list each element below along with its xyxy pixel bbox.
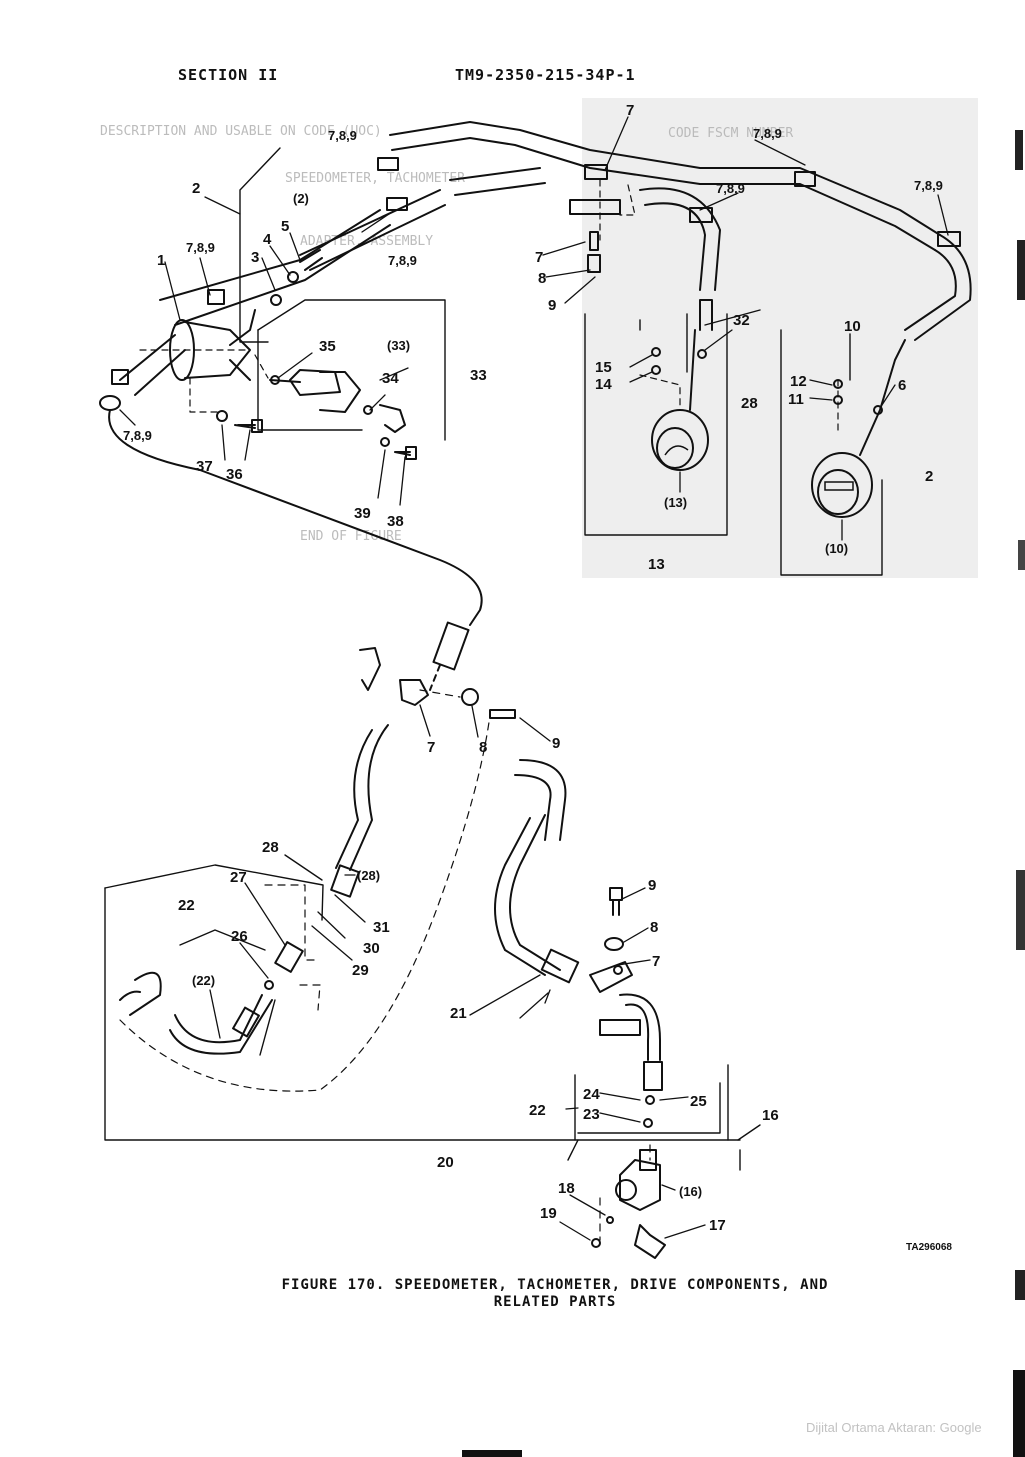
callout-19: 19 — [540, 1205, 557, 1222]
callout-22: 22 — [529, 1102, 546, 1119]
callout-10: 10 — [844, 318, 861, 335]
bleed-line-2: CODE FSCM NUMBER — [668, 126, 793, 141]
callout-14: 14 — [595, 376, 612, 393]
callout-789: 7,8,9 — [716, 181, 745, 196]
lower-clamp-7 — [589, 961, 663, 1091]
bolts-36-38 — [237, 419, 417, 460]
section-heading: SECTION II — [178, 66, 279, 84]
caption-line-2: RELATED PARTS — [493, 1294, 617, 1310]
lower-clamp-upper — [359, 647, 516, 719]
callout-28: 28 — [262, 839, 279, 856]
callout-24: 24 — [583, 1086, 600, 1103]
bleed-line-4: ADAPTER, ASSEMBLY — [300, 234, 433, 249]
callout-23: 23 — [583, 1106, 600, 1123]
callout-34: 34 — [382, 370, 399, 387]
callout-37: 37 — [196, 458, 213, 475]
lower-group-brackets — [104, 854, 761, 1171]
bleed-line-3: SPEEDOMETER, TACHOMETER — [285, 171, 465, 186]
callout-789: 7,8,9 — [914, 178, 943, 193]
callout-35: 35 — [319, 338, 336, 355]
callout-8: 8 — [479, 739, 487, 756]
callout-18: 18 — [558, 1180, 575, 1197]
callout-3: 3 — [251, 249, 259, 266]
callout-7: 7 — [652, 953, 660, 970]
callout-36: 36 — [226, 466, 243, 483]
callout-21: 21 — [450, 1005, 467, 1022]
callout-33-paren: (33) — [387, 338, 410, 353]
callout-8: 8 — [650, 919, 658, 936]
figure-caption: FIGURE 170. SPEEDOMETER, TACHOMETER, DRI… — [150, 1277, 960, 1311]
callout-789: 7,8,9 — [123, 428, 152, 443]
bleed-through-text: DESCRIPTION AND USABLE ON CODE (UOC) COD… — [100, 124, 793, 544]
callout-5: 5 — [281, 218, 289, 235]
callout-789: 7,8,9 — [753, 126, 782, 141]
digitization-watermark: Dijital Ortama Aktaran: Google — [806, 1420, 982, 1435]
callout-20: 20 — [437, 1154, 454, 1171]
gauge-dials — [664, 445, 854, 491]
callout-2: 2 — [925, 468, 933, 485]
manual-number: TM9-2350-215-34P-1 — [455, 66, 636, 84]
upper-cable-tubes — [99, 121, 972, 411]
callout-13: 13 — [648, 556, 665, 573]
right-angle-drive-16 — [591, 1095, 666, 1259]
callout-17: 17 — [709, 1217, 726, 1234]
upper-group-brackets — [239, 147, 883, 576]
callout-32: 32 — [733, 312, 750, 329]
callout-31: 31 — [373, 919, 390, 936]
callout-13-paren: (13) — [664, 495, 687, 510]
callout-16: 16 — [762, 1107, 779, 1124]
callout-2: 2 — [192, 180, 200, 197]
main-drive-cable — [108, 409, 483, 691]
caption-line-1: FIGURE 170. SPEEDOMETER, TACHOMETER, DRI… — [281, 1277, 829, 1293]
callout-25: 25 — [690, 1093, 707, 1110]
lower-dashed-lines — [119, 689, 651, 1241]
lower-flex-hose-21 — [494, 759, 580, 984]
upper-dashed-lines — [139, 179, 839, 431]
callout-39: 39 — [354, 505, 371, 522]
callout-38: 38 — [387, 513, 404, 530]
callout-16-paren: (16) — [679, 1184, 702, 1199]
callout-22: 22 — [178, 897, 195, 914]
callout-8: 8 — [538, 270, 546, 287]
callout-7: 7 — [427, 739, 435, 756]
callout-28-paren: (28) — [357, 868, 380, 883]
scan-edge-marks — [1013, 130, 1025, 1457]
drawing-code: TA296068 — [906, 1242, 952, 1253]
callout-10-paren: (10) — [825, 541, 848, 556]
callout-12: 12 — [790, 373, 807, 390]
callout-789: 7,8,9 — [328, 128, 357, 143]
callout-789: 7,8,9 — [388, 253, 417, 268]
leader-lines — [119, 116, 949, 1241]
callout-labels: 7,8,9 7,8,9 7,8,9 7,8,9 7,8,9 7,8,9 7,8,… — [123, 102, 943, 1234]
lower-flex-hose-28 — [330, 724, 389, 898]
callout-30: 30 — [363, 940, 380, 957]
callout-26: 26 — [231, 928, 248, 945]
bleed-line-1: DESCRIPTION AND USABLE ON CODE (UOC) — [100, 124, 382, 139]
callout-15: 15 — [595, 359, 612, 376]
callout-9: 9 — [648, 877, 656, 894]
upper-clamps — [111, 157, 961, 385]
left-hose-22 — [119, 941, 304, 1055]
callout-28: 28 — [741, 395, 758, 412]
callout-22-paren: (22) — [192, 973, 215, 988]
callout-29: 29 — [352, 962, 369, 979]
callout-7: 7 — [535, 249, 543, 266]
callout-2-paren: (2) — [293, 191, 309, 206]
callout-33: 33 — [470, 367, 487, 384]
callout-7: 7 — [626, 102, 634, 119]
scan-shadow-region — [582, 98, 978, 578]
callout-11: 11 — [788, 391, 804, 408]
callout-789: 7,8,9 — [186, 240, 215, 255]
callout-9: 9 — [548, 297, 556, 314]
lower-bolt-9-8 — [604, 887, 624, 951]
callout-27: 27 — [230, 869, 247, 886]
bleed-line-5: END OF FIGURE — [300, 529, 402, 544]
callout-9: 9 — [552, 735, 560, 752]
callout-6: 6 — [898, 377, 906, 394]
callout-1: 1 — [157, 252, 165, 269]
callout-4: 4 — [263, 231, 272, 248]
tachometer-gauge — [651, 299, 713, 471]
page-bottom-mark — [462, 1450, 522, 1457]
